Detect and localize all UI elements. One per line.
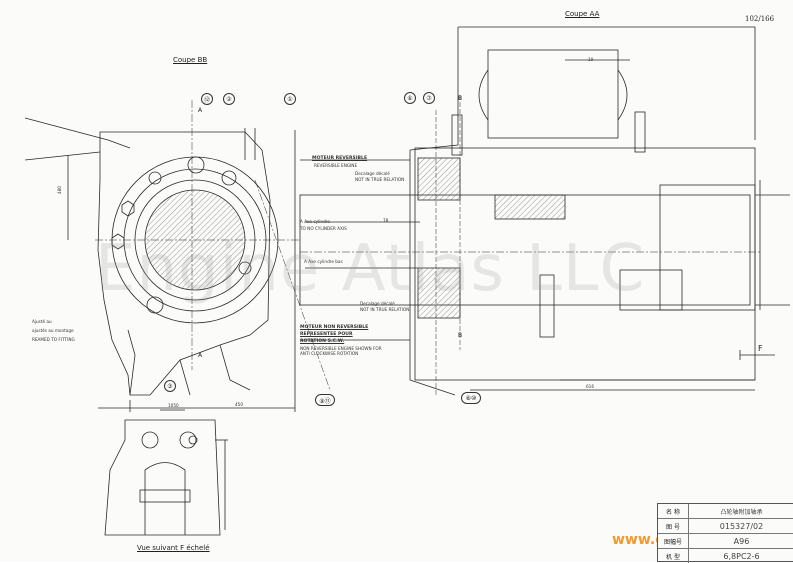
callout-3: ③ [164, 380, 176, 392]
frame-right-lower [409, 150, 755, 396]
section-title-bb: Coupe BB [173, 56, 208, 64]
callout-12: ⑫ [201, 93, 213, 105]
title-block-row: 图幅号 A96 [658, 534, 793, 549]
frame-arm [24, 117, 131, 161]
title-block-row: 机 型 6,8PC2-6 [658, 549, 793, 563]
housing-lower [127, 329, 251, 396]
dim-616: 616 [586, 384, 594, 389]
bolt-2 [221, 170, 237, 186]
callout-6: ⑥ [404, 92, 416, 104]
title-block-label: 名 称 [658, 504, 689, 518]
note-motor-reversible: MOTEUR REVERSIBLE [312, 156, 368, 161]
liner-block [487, 49, 619, 139]
page-number: 102/166 [745, 15, 775, 23]
bearing-cap [494, 194, 566, 220]
note-axe-cylindre: A Axe cylindre [300, 219, 330, 224]
title-block-label: 图 号 [658, 519, 689, 533]
crank-end [755, 180, 790, 310]
note-representee: REPRESENTEE POUR [300, 332, 353, 337]
note-reversible-engine: REVERSIBLE ENGINE [314, 163, 358, 168]
cam-wheel-bottom [417, 267, 461, 319]
note-axe-cylindre-bis: A Axe cylindre bas [304, 259, 343, 264]
marker-a-bottom: A [198, 352, 203, 359]
callout-1: ① [284, 93, 296, 105]
hex-nut-2 [111, 233, 125, 250]
title-block-value: A96 [733, 536, 750, 546]
title-block-value: 凸轮轴附加轴承 [720, 508, 763, 516]
title-block-row: 名 称 凸轮轴附加轴承 [658, 504, 793, 519]
note-not-true-1: NOT IN TRUE RELATION [355, 177, 405, 182]
title-block-row: 图 号 015327/02 [658, 519, 793, 534]
title-block-label: 图幅号 [658, 534, 689, 548]
bolt-3 [146, 296, 164, 314]
title-block: 名 称 凸轮轴附加轴承 图 号 015327/02 图幅号 A96 机 型 6,… [657, 503, 793, 563]
marker-b-bottom: B [458, 332, 463, 339]
liner-curve [478, 69, 628, 121]
note-non-reversible-en: NON REVERSIBLE ENGINE SHOWN FOR [300, 346, 382, 351]
bolt-1 [187, 156, 205, 174]
title-block-value: 6,8PC2-6 [723, 551, 760, 561]
note-motor-non-reversible: MOTEUR NON REVERSIBLE [300, 325, 369, 330]
watermark: Engine Atlas LLC [95, 232, 646, 306]
callout-2: ② [223, 93, 235, 105]
marker-a-top: A [198, 107, 203, 114]
shaft-end [659, 184, 756, 311]
marker-f: F [758, 344, 763, 353]
callout-8-10: ⑧⑩ [461, 392, 481, 404]
title-block-label: 机 型 [658, 549, 689, 563]
title-block-value: 015327/02 [719, 521, 764, 531]
dim-480: 480 [56, 186, 62, 195]
bolt-5 [148, 171, 162, 185]
hex-nut-1 [121, 200, 135, 217]
bolt-4 [238, 261, 252, 275]
note-reamed: REAMED TO FITTING [32, 337, 75, 342]
note-rotation: ROTATION S.C.W. [300, 339, 345, 344]
dim-10: 10 [588, 57, 594, 62]
lower-block [619, 269, 683, 311]
cam-wheel-top [417, 157, 461, 201]
dim-450: 450 [235, 402, 243, 407]
note-ajuste: Ajusté au [32, 319, 52, 324]
lower-bearing [539, 274, 555, 338]
section-title-aa: Coupe AA [565, 10, 600, 18]
note-decalage-2: Decalage décalé [360, 301, 395, 306]
view-f-outline [104, 419, 221, 536]
note-decalage-1: Decalage décalé [355, 171, 390, 176]
note-not-true-2: NOT IN TRUE RELATION [360, 307, 410, 312]
callout-9-11: ⑨⑪ [315, 394, 335, 406]
marker-b-top: B [458, 95, 463, 102]
note-cylinder-axis: TO NO CYLINDER AXIS [300, 226, 347, 231]
note-anti-clockwise: ANTI CLOCKWISE ROTATION [300, 351, 359, 356]
housing-outline [97, 131, 271, 396]
note-ajuste-montage: ajustés au montage [32, 328, 74, 333]
dim-1050: 1050 [168, 403, 179, 408]
section-title-view-f: Vue suivant F échelé [137, 544, 210, 552]
callout-7: ⑦ [423, 92, 435, 104]
dim-78: 78 [383, 218, 389, 223]
